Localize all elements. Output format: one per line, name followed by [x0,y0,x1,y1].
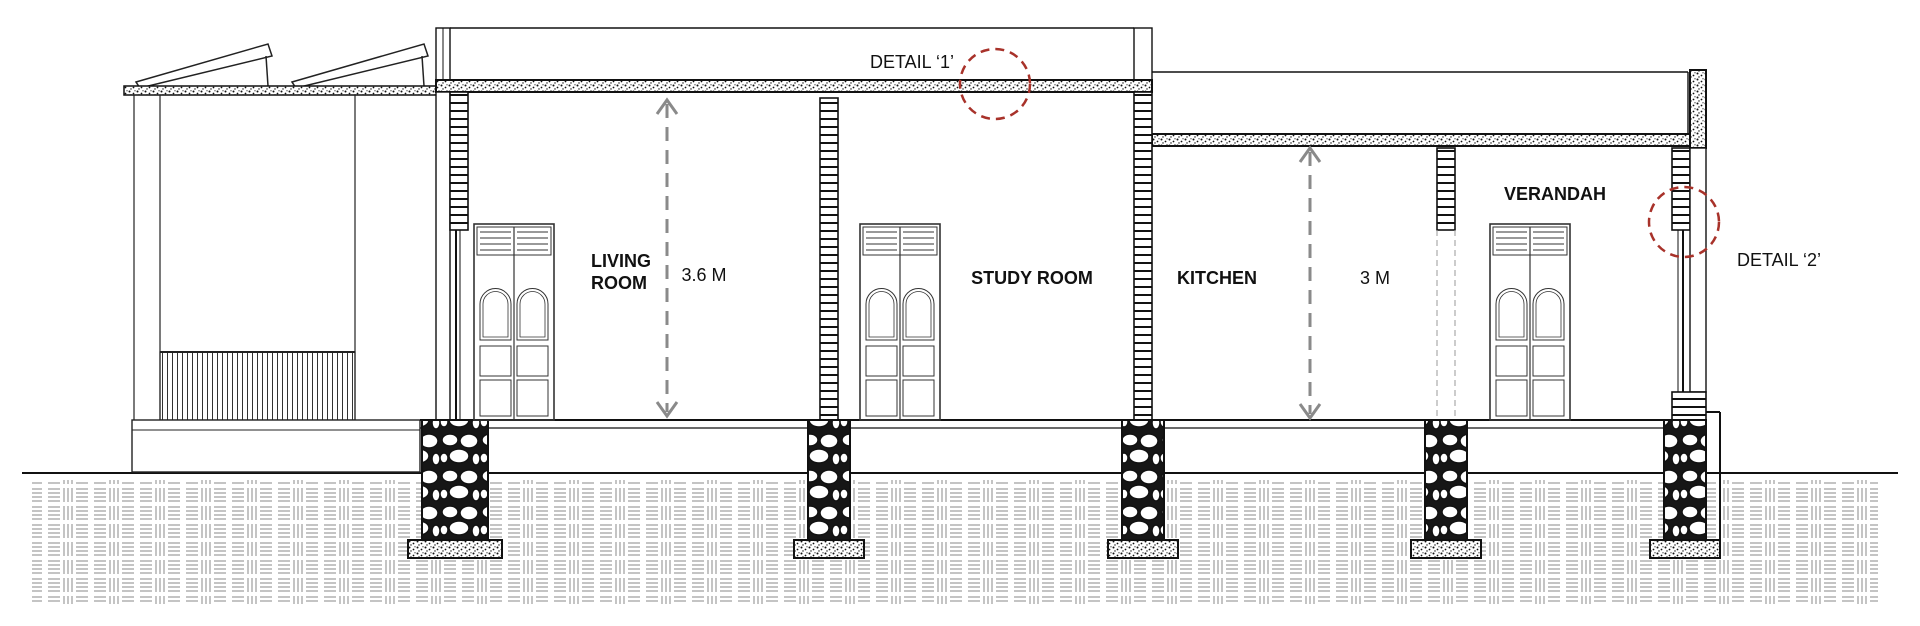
solar-panel-1 [134,43,273,89]
detail-1-marker [958,47,1032,121]
detail-2-marker [1647,185,1721,259]
right-wall [1689,147,1707,393]
dimension-label-kitchen: 3 M [1360,268,1390,288]
door-3 [1489,223,1571,421]
upper-roof-slab [435,79,1153,93]
verandah-roof-slab [123,85,445,96]
room-label-living-line1: LIVING [591,251,651,271]
dimension-living [655,97,679,419]
right-parapet [1689,69,1707,149]
footing-pad-2 [793,539,865,559]
lower-roof [1151,69,1707,149]
walls [435,91,1707,421]
kitchen-column [1133,91,1153,421]
upper-roof [435,27,1153,93]
footing-pad-3 [1107,539,1179,559]
room-label-verandah: VERANDAH [1504,184,1606,204]
solar-panel-2 [290,43,429,89]
dimension-kitchen [1298,145,1322,421]
room-label-study: STUDY ROOM [971,268,1093,288]
left-verandah [123,43,445,473]
verandah-short-column [1436,147,1456,231]
detail-2-label: DETAIL ‘2’ [1737,250,1821,270]
foundation-4 [1410,419,1482,559]
ground [22,472,1898,604]
lower-roof-slab [1151,133,1699,147]
footing-pad-1 [407,539,503,559]
door-2 [859,223,941,421]
room-label-living-line2: ROOM [591,273,647,293]
foundation-5 [1649,419,1721,559]
footing-pad-4 [1410,539,1482,559]
foundation-2 [793,419,865,559]
detail-1-label: DETAIL ‘1’ [870,52,954,72]
footing-pad-5 [1649,539,1721,559]
dimension-label-living: 3.6 M [681,265,726,285]
room-label-kitchen: KITCHEN [1177,268,1257,288]
verandah-plinth [131,419,421,473]
left-brick-column [449,91,469,231]
door-1 [473,223,555,421]
foundations [407,419,1721,559]
doors [473,223,1571,421]
mid-parapet [1133,27,1153,81]
foundation-3 [1107,419,1179,559]
left-wall [435,91,451,421]
soil-hatch [32,480,1878,604]
verandah-railing [159,351,356,421]
foundation-1 [407,419,503,559]
study-column [819,97,839,421]
